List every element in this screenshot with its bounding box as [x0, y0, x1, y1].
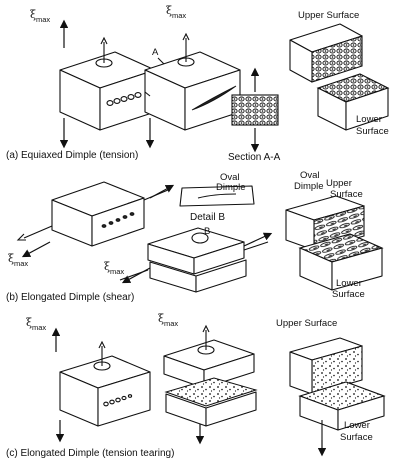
shear-arrow-b4: [243, 232, 273, 247]
section-marker-b: B: [204, 226, 210, 237]
block-b2: [119, 227, 269, 293]
dimple-row-c: [103, 394, 133, 407]
block-b1: [16, 181, 169, 247]
xi-max-label-c1: ξ max: [26, 316, 46, 332]
shear-arrow-b3: [121, 267, 151, 284]
panel-b: ξ max Oval Dimple Detail B B ξ max: [6, 170, 384, 303]
caption-b: (b) Elongated Dimple (shear): [6, 292, 134, 303]
lower-surface-word-b: Surface: [332, 289, 365, 300]
svg-text:max: max: [32, 323, 46, 332]
upper-surface-label-a: Upper Surface: [298, 10, 359, 21]
lower-surface-label-b: Lower: [336, 278, 362, 289]
shear-arrow-b1: [149, 184, 175, 199]
svg-text:max: max: [110, 267, 124, 276]
svg-text:ξ: ξ: [26, 316, 32, 329]
dimple-row-b: [101, 212, 135, 228]
lower-surface-word-a: Surface: [356, 126, 389, 137]
fracture-pair-a: Upper Surface Lower Surface: [289, 10, 390, 137]
xi-max-label-b1: ξ max: [8, 252, 28, 268]
oval-dimple-label-b1: Oval: [220, 172, 240, 183]
lower-surface-label-c: Lower: [344, 420, 370, 431]
oval-dimple-label-b2: Oval: [300, 170, 320, 181]
upper-surface-word-b: Surface: [330, 189, 363, 200]
caption-a: (a) Equiaxed Dimple (tension): [6, 150, 138, 161]
block-a1: [59, 36, 156, 131]
lower-surface-word-c: Surface: [340, 432, 373, 443]
svg-text:ξ: ξ: [104, 260, 110, 273]
oval-dimple-word-b1: Dimple: [216, 182, 246, 193]
svg-text:max: max: [164, 319, 178, 328]
svg-text:max: max: [172, 11, 186, 20]
fracture-pair-c: Upper Surface Lower Surface: [276, 318, 386, 457]
oval-dimple-word-b2: Dimple: [294, 181, 324, 192]
xi-max-label-a1: ξ max: [30, 8, 50, 24]
svg-text:ξ: ξ: [158, 312, 164, 325]
section-marker-a: A: [152, 47, 159, 58]
xi-max-label-b2: ξ max: [104, 260, 124, 276]
svg-text:max: max: [36, 15, 50, 24]
block-c1: [59, 340, 151, 427]
lower-surface-label-a: Lower: [356, 114, 382, 125]
shear-arrow-b2: [21, 241, 51, 258]
dimple-row: [106, 92, 142, 106]
upper-surface-label-c: Upper Surface: [276, 318, 337, 329]
xi-max-label-a2: ξ max: [166, 4, 186, 20]
section-aa: Section A-A: [228, 67, 281, 163]
svg-text:ξ: ξ: [8, 252, 14, 265]
caption-c: (c) Elongated Dimple (tension tearing): [6, 448, 174, 459]
block-a2: [144, 32, 241, 131]
svg-text:ξ: ξ: [166, 4, 172, 17]
detail-b: Oval Dimple Detail B: [179, 172, 255, 223]
panel-a: ξ max ξ max A: [6, 4, 390, 163]
upper-surface-label-b: Upper: [326, 178, 352, 189]
detail-b-label: Detail B: [190, 212, 225, 223]
svg-text:ξ: ξ: [30, 8, 36, 21]
section-aa-label: Section A-A: [228, 152, 281, 163]
fracture-pair-b: Upper Surface Oval Dimple Lower Surface: [285, 170, 384, 300]
panel-c: ξ max ξ max: [6, 312, 386, 459]
block-c2: [163, 324, 258, 427]
svg-text:max: max: [14, 259, 28, 268]
xi-max-label-c2: ξ max: [158, 312, 178, 328]
